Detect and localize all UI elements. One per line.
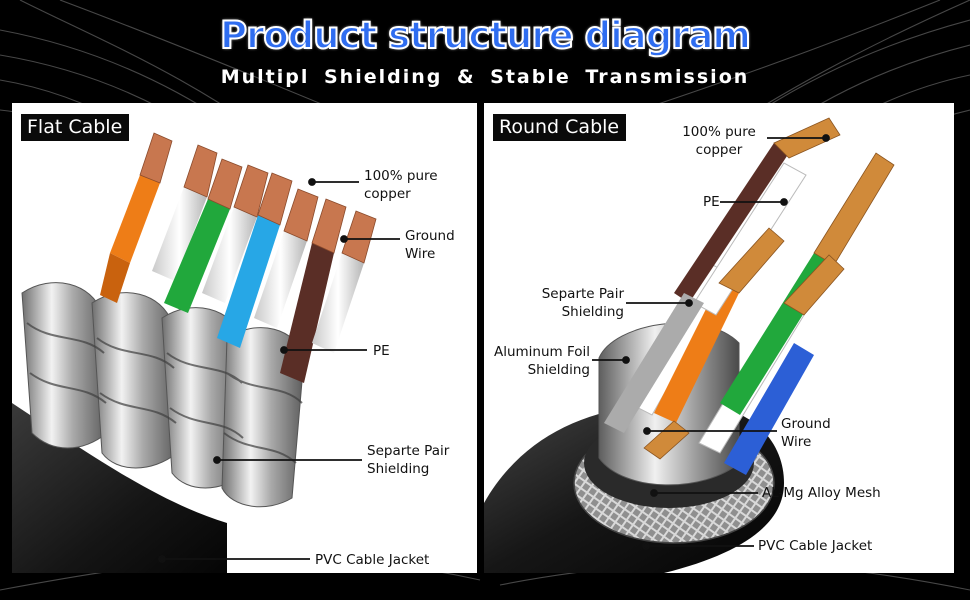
round-mesh-label: AL-Mg Alloy Mesh — [762, 485, 881, 501]
flat-pe-label: PE — [373, 343, 390, 359]
round-copper-tips — [643, 117, 895, 460]
flat-copper-tips — [139, 132, 377, 264]
round-cable-illustration — [484, 117, 895, 573]
round-cable-panel: Round Cable 100% pure copper PE Separte … — [484, 103, 954, 573]
flat-wires — [100, 175, 364, 383]
round-ground-label: Ground Wire — [781, 416, 831, 450]
flat-cable-illustration — [12, 132, 400, 573]
round-jacket-label: PVC Cable Jacket — [758, 538, 873, 554]
flat-cable-panel: Flat Cable 100% pure copper Ground Wire … — [12, 103, 477, 573]
round-pe-label: PE — [703, 194, 720, 210]
flat-jacket-label: PVC Cable Jacket — [315, 552, 430, 568]
round-copper-label: 100% pure copper — [682, 124, 756, 158]
flat-copper-label: 100% pure copper — [364, 168, 438, 202]
flat-cable-tag: Flat Cable — [21, 114, 130, 141]
round-foil-label: Aluminum Foil Shielding — [493, 344, 590, 378]
flat-ground-label: Ground Wire — [405, 228, 455, 262]
round-cable-tag: Round Cable — [493, 114, 627, 141]
round-pair-shield-label: Separte Pair Shielding — [541, 286, 624, 320]
page-title: Product structure diagram — [219, 13, 752, 58]
flat-pair-shield-label: Separte Pair Shielding — [367, 443, 450, 477]
page-subtitle: Multipl Shielding & Stable Transmission — [220, 66, 750, 88]
